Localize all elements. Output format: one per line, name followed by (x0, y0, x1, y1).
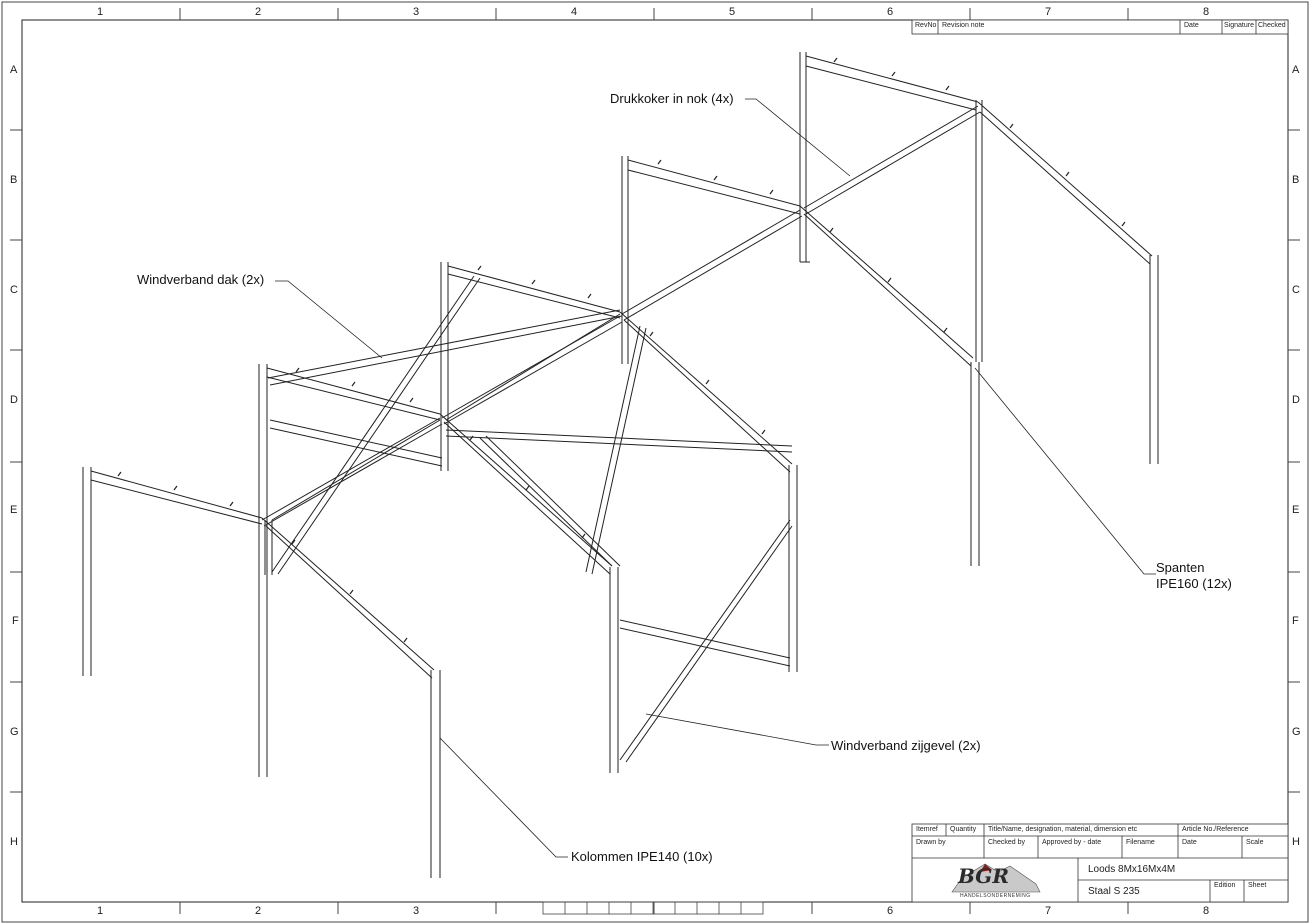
company-logo: BGR (958, 864, 1009, 888)
grid-row-c-right: C (1292, 284, 1300, 296)
grid-col-8-top: 8 (1203, 6, 1210, 18)
grid-row-a-left: A (10, 64, 18, 76)
callout-drukkoker: Drukkoker in nok (4x) (610, 91, 734, 106)
callout-spanten-line1: Spanten (1156, 560, 1205, 575)
wall-bracing (269, 419, 793, 763)
callout-kolommen: Kolommen IPE140 (10x) (571, 849, 713, 864)
company-logo-subtitle: HANDELSONDERNEMING (960, 893, 1031, 899)
grid-col-1-top: 1 (97, 6, 104, 18)
grid-col-7-bottom: 7 (1045, 905, 1052, 917)
grid-row-h-right: H (1292, 836, 1300, 848)
grid-row-f-right: F (1292, 615, 1299, 627)
grid-row-e-left: E (10, 504, 18, 516)
tb-edition-label: Edition (1214, 882, 1236, 889)
tb-sheet-label: Sheet (1248, 882, 1267, 889)
grid-ticks (10, 8, 1300, 914)
tb-drawing-title: Loods 8Mx16Mx4M (1088, 864, 1176, 875)
tb-label-date: Date (1182, 839, 1197, 846)
company-logo-mark (951, 863, 1041, 893)
grid-row-a-right: A (1292, 64, 1300, 76)
grid-row-e-right: E (1292, 504, 1300, 516)
tb-header-quantity: Quantity (950, 826, 977, 833)
rev-header-date: Date (1184, 22, 1199, 29)
leader-drukkoker (745, 98, 851, 177)
ridge-tubes (261, 105, 981, 527)
grid-col-4-top: 4 (571, 6, 578, 18)
tb-header-article: Article No./Reference (1182, 826, 1249, 833)
purlin-cleats (117, 57, 1126, 643)
grid-col-1-bottom: 1 (97, 905, 104, 917)
grid-row-c-left: C (10, 284, 18, 296)
rev-header-checked: Checked (1258, 22, 1286, 29)
rafters-left (90, 55, 979, 525)
leader-windverband-dak (275, 280, 383, 359)
leader-lines (275, 98, 1156, 858)
grid-row-d-left: D (10, 394, 18, 406)
tb-label-approved-by: Approved by - date (1042, 839, 1102, 846)
grid-col-8-bottom: 8 (1203, 905, 1210, 917)
grid-row-g-right: G (1292, 726, 1301, 738)
grid-col-2-top: 2 (255, 6, 262, 18)
rev-header-note: Revision note (942, 22, 985, 29)
leader-spanten (974, 367, 1156, 575)
grid-row-d-right: D (1292, 394, 1300, 406)
tb-label-filename: Filename (1126, 839, 1155, 846)
rev-header-signature: Signature (1224, 22, 1254, 29)
grid-col-3-top: 3 (413, 6, 420, 18)
grid-row-f-left: F (12, 615, 19, 627)
leader-kolommen (439, 737, 568, 858)
grid-row-g-left: G (10, 726, 19, 738)
tb-header-title: Title/Name, designation, material, dimen… (988, 826, 1138, 833)
grid-row-b-left: B (10, 174, 18, 186)
tb-material: Staal S 235 (1088, 886, 1140, 897)
tb-label-drawn-by: Drawn by (916, 839, 946, 846)
grid-row-b-right: B (1292, 174, 1300, 186)
callout-spanten: Spanten IPE160 (12x) (1156, 560, 1232, 592)
tb-header-itemref: Itemref (916, 826, 938, 833)
tb-label-scale: Scale (1246, 839, 1264, 846)
rev-header-revno: RevNo (915, 22, 937, 29)
grid-col-2-bottom: 2 (255, 905, 262, 917)
rafters-right (261, 101, 1153, 679)
callout-windverband-dak: Windverband dak (2x) (137, 272, 265, 287)
callout-spanten-line2: IPE160 (12x) (1156, 576, 1232, 591)
scale-ruler (542, 901, 764, 915)
leader-windverband-zijgevel (645, 713, 829, 746)
roof-bracing (267, 275, 793, 575)
grid-col-3-bottom: 3 (413, 905, 420, 917)
grid-col-7-top: 7 (1045, 6, 1052, 18)
callout-windverband-zijgevel: Windverband zijgevel (2x) (831, 738, 981, 753)
grid-col-5-top: 5 (729, 6, 736, 18)
revision-block-lines (911, 19, 1289, 35)
grid-col-6-top: 6 (887, 6, 894, 18)
drawing-frame (21, 19, 1289, 903)
steel-structure (82, 52, 1159, 878)
columns (82, 52, 1159, 878)
grid-col-6-bottom: 6 (887, 905, 894, 917)
tb-label-checked-by: Checked by (988, 839, 1025, 846)
grid-row-h-left: H (10, 836, 18, 848)
